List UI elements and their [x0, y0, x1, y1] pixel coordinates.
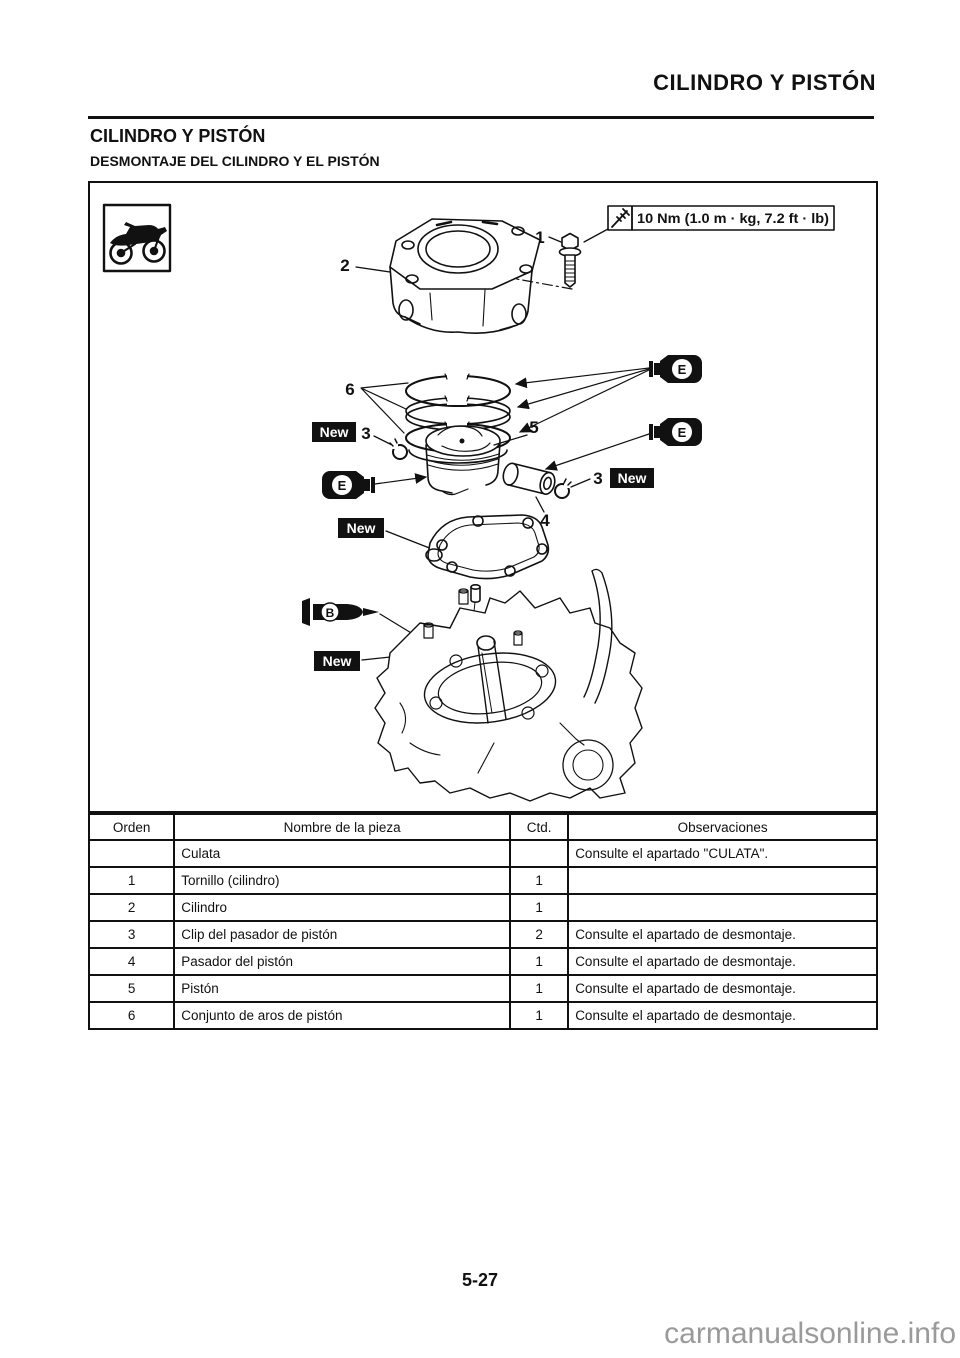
connecting-rod — [476, 635, 507, 724]
cell-observaciones: Consulte el apartado de desmontaje. — [567, 974, 878, 1003]
cylinder-drawing: 2 — [340, 218, 541, 334]
cell-orden: 4 — [87, 947, 176, 976]
table-row: 1 Tornillo (cilindro) 1 — [87, 866, 878, 895]
oil-applicator-icon-left: E — [322, 471, 428, 499]
torque-wrench-icon — [611, 208, 630, 228]
oil-symbol-letter: E — [678, 425, 687, 440]
subsection-title: DESMONTAJE DEL CILINDRO Y EL PISTÓN — [90, 153, 380, 169]
section-title: CILINDRO Y PISTÓN — [90, 126, 266, 146]
col-header-observaciones: Observaciones — [567, 813, 878, 841]
table-row: 6 Conjunto de aros de pistón 1 Consulte … — [87, 1001, 878, 1030]
callout-6: 6 — [345, 380, 354, 399]
table-row: 2 Cilindro 1 — [87, 893, 878, 922]
oil-applicator-icon-middle: E — [544, 418, 702, 471]
piston-rings-drawing: 6 — [345, 373, 511, 464]
cell-nombre: Conjunto de aros de pistón — [173, 1001, 512, 1030]
cell-orden: 2 — [87, 893, 176, 922]
crankcase-drawing — [374, 568, 643, 802]
callout-4-leader — [535, 496, 545, 513]
header-rule — [88, 116, 874, 119]
new-label-box — [610, 468, 654, 488]
cell-observaciones: Consulte el apartado "CULATA". — [567, 839, 878, 868]
callout-3-left: 3 — [361, 424, 370, 443]
page-number: 5-27 — [461, 1270, 499, 1290]
cell-ctd: 1 — [509, 947, 570, 976]
cell-nombre: Pasador del pistón — [173, 947, 512, 976]
cell-ctd: 2 — [509, 920, 570, 949]
callout-3-right: 3 — [593, 469, 602, 488]
cell-observaciones — [567, 866, 878, 895]
col-header-nombre: Nombre de la pieza — [173, 813, 512, 841]
watermark: carmanualsonline.info — [664, 1317, 956, 1350]
cell-ctd: 1 — [509, 1001, 570, 1030]
cell-observaciones: Consulte el apartado de desmontaje. — [567, 947, 878, 976]
new-label: New — [320, 424, 349, 440]
oil-symbol-letter: E — [678, 362, 687, 377]
cam-chain-guide — [559, 568, 613, 746]
torque-spec-text: 10 Nm (1.0 m · kg, 7.2 ft · lb) — [637, 211, 829, 226]
exploded-diagram: 10 Nm (1.0 m · kg, 7.2 ft · lb) 1 — [102, 203, 835, 802]
clip-right-group: 3 New — [554, 468, 654, 499]
cell-nombre: Clip del pasador de pistón — [173, 920, 512, 949]
oil-symbol-letter: E — [338, 478, 347, 493]
callout-1: 1 — [535, 228, 544, 247]
sealant-symbol-letter: B — [326, 606, 335, 620]
cell-observaciones: Consulte el apartado de desmontaje. — [567, 1001, 878, 1030]
new-label: New — [347, 520, 376, 536]
table-header-row: Orden Nombre de la pieza Ctd. Observacio… — [87, 813, 878, 841]
new-label: New — [618, 470, 647, 486]
cell-ctd: 1 — [509, 974, 570, 1003]
callout-2: 2 — [340, 256, 349, 275]
callout-5: 5 — [529, 418, 538, 437]
clip-left-group: New 3 — [312, 422, 408, 460]
table-row: Culata Consulte el apartado "CULATA". — [87, 839, 878, 868]
cell-orden: 3 — [87, 920, 176, 949]
new-label: New — [323, 653, 352, 669]
table-row: 5 Pistón 1 Consulte el apartado de desmo… — [87, 974, 878, 1003]
piston-drawing: 5 — [425, 418, 539, 496]
table-row: 3 Clip del pasador de pistón 2 Consulte … — [87, 920, 878, 949]
cell-nombre: Tornillo (cilindro) — [173, 866, 512, 895]
cell-orden — [87, 839, 176, 868]
table-row: 4 Pasador del pistón 1 Consulte el apart… — [87, 947, 878, 976]
cell-ctd: 1 — [509, 866, 570, 895]
callout-4: 4 — [540, 511, 550, 530]
piston-pin-drawing — [502, 462, 556, 495]
page-header-title: CILINDRO Y PISTÓN — [653, 70, 876, 95]
cell-observaciones — [567, 893, 878, 922]
parts-table: Orden Nombre de la pieza Ctd. Observacio… — [87, 813, 878, 1030]
col-header-ctd: Ctd. — [509, 813, 570, 841]
motorcycle-icon — [102, 203, 172, 273]
cell-nombre: Pistón — [173, 974, 512, 1003]
cell-orden: 1 — [87, 866, 176, 895]
new-label-box — [312, 422, 356, 442]
new-label-box — [338, 518, 384, 538]
oil-applicator-icon-top: E — [514, 355, 702, 433]
bolt-part-1: 1 — [499, 228, 582, 290]
torque-spec: 10 Nm (1.0 m · kg, 7.2 ft · lb) — [583, 205, 835, 243]
cell-ctd: 1 — [509, 893, 570, 922]
dowel-pins — [423, 588, 523, 646]
sealant-tube-icon: B — [302, 598, 433, 646]
exploded-diagram-frame: 10 Nm (1.0 m · kg, 7.2 ft · lb) 1 — [88, 181, 878, 813]
cell-ctd — [509, 839, 570, 868]
cell-nombre: Culata — [173, 839, 512, 868]
cell-orden: 6 — [87, 1001, 176, 1030]
base-gasket-drawing: New — [338, 514, 550, 580]
cell-observaciones: Consulte el apartado de desmontaje. — [567, 920, 878, 949]
cell-orden: 5 — [87, 974, 176, 1003]
col-header-orden: Orden — [87, 813, 176, 841]
oring-group: New — [314, 646, 450, 671]
cell-nombre: Cilindro — [173, 893, 512, 922]
new-label-box — [314, 651, 360, 671]
